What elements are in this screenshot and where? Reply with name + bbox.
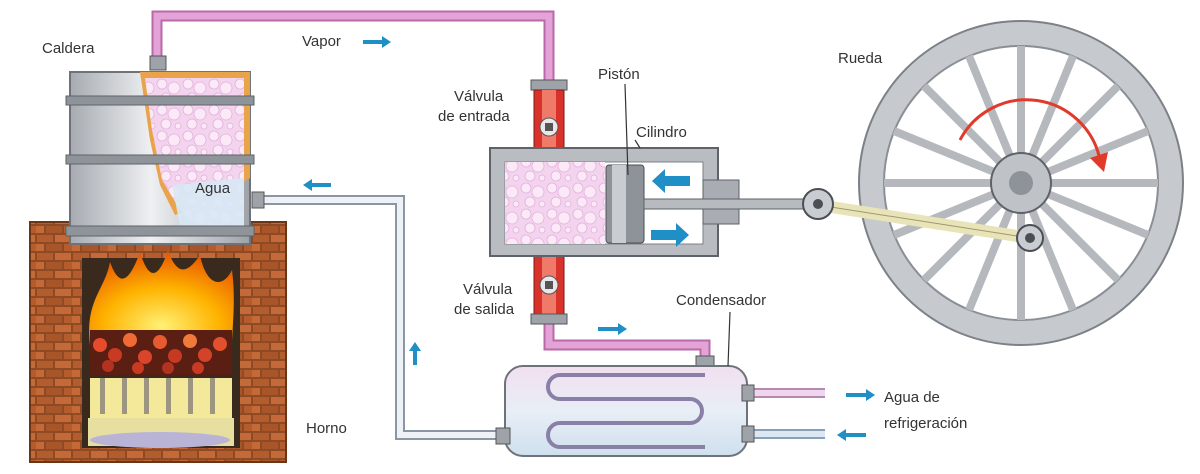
cooling-water-label-2: refrigeración [884, 415, 967, 432]
boiler-band [65, 154, 255, 165]
cylinder-steam [505, 162, 605, 244]
burning-coal [90, 330, 232, 375]
cylinder-label: Cilindro [636, 124, 687, 141]
grate [90, 378, 232, 418]
boiler [65, 55, 265, 245]
rotation-arrow-icon [958, 98, 1102, 161]
fire-flames [89, 250, 234, 345]
inlet-valve-label-2: de entrada [438, 108, 510, 125]
boiler-band [65, 95, 255, 106]
outlet-valve-label-1: Válvula [463, 281, 513, 298]
condenser [495, 355, 755, 457]
boiler-band [65, 225, 255, 237]
steam-pipe [151, 10, 555, 80]
water-return-pipe [262, 195, 505, 440]
cooling-water-pipes [745, 388, 825, 439]
condenser-label: Condensador [676, 292, 766, 309]
flow-arrow-icon [303, 36, 875, 441]
ash-pile [88, 418, 234, 448]
exhaust-pipe [543, 322, 711, 365]
piston-label: Pistón [598, 66, 640, 83]
outlet-valve-label-2: de salida [454, 301, 515, 318]
water-label: Agua [195, 180, 231, 197]
furnace [29, 221, 287, 463]
wheel-label: Rueda [838, 50, 883, 67]
flywheel [858, 20, 1184, 346]
water-level [172, 178, 244, 226]
piston-rod [643, 198, 805, 210]
inlet-valve-label-1: Válvula [454, 88, 504, 105]
connecting-rod [802, 188, 1044, 252]
piston [605, 164, 805, 244]
cooling-water-label-1: Agua de [884, 389, 940, 406]
boiler-label: Caldera [42, 40, 95, 57]
condenser-coil [546, 373, 705, 449]
leader-lines [624, 83, 731, 367]
steam-label: Vapor [302, 33, 341, 50]
outlet-valve [530, 254, 568, 325]
furnace-label: Horno [306, 420, 347, 437]
